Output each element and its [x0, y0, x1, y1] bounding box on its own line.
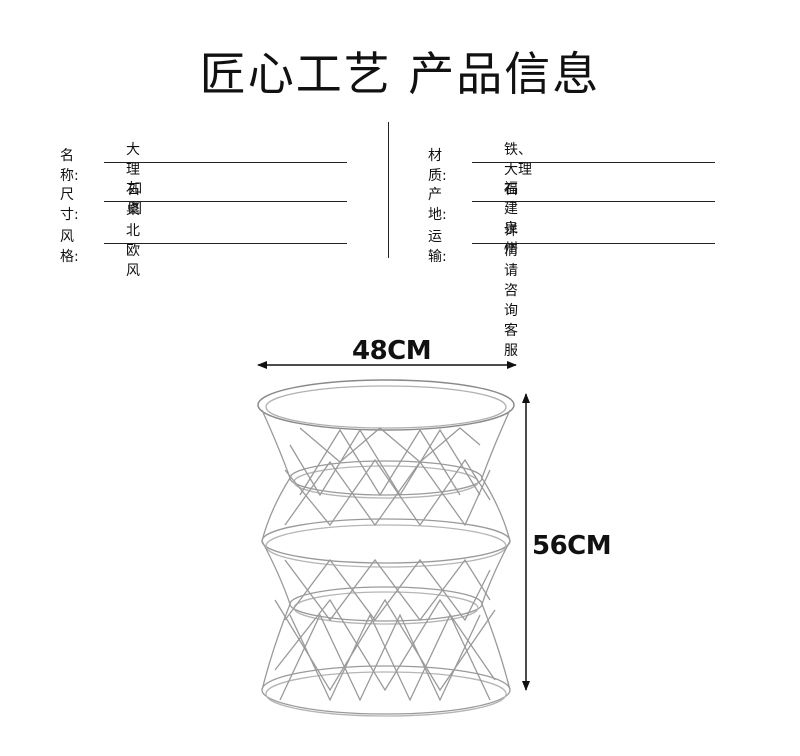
spec-value: 福建泉州	[504, 181, 518, 257]
spec-label: 运输:	[428, 229, 447, 265]
left-contour	[261, 409, 291, 691]
width-label: 48CM	[352, 336, 432, 366]
table-frame	[257, 379, 515, 717]
marble-top	[257, 379, 515, 431]
spec-label: 产地:	[428, 187, 447, 223]
spec-underline	[104, 243, 347, 244]
right-contour	[481, 409, 511, 691]
spec-value: 大理石桌	[126, 142, 140, 218]
spec-underline	[104, 162, 347, 163]
spec-label: 风格:	[60, 229, 79, 265]
spec-underline	[472, 243, 715, 244]
spec-label: 材质:	[428, 148, 447, 184]
ring-base-inner	[265, 671, 507, 717]
spec-value: 如图	[128, 181, 142, 217]
page-title: 匠心工艺 产品信息	[199, 47, 601, 101]
spec-underline	[472, 162, 715, 163]
ring-middle-inner	[265, 524, 507, 568]
spec-label: 名称:	[60, 148, 79, 184]
spec-underline	[104, 201, 347, 202]
marble-top-inner	[265, 385, 507, 429]
spec-label: 尺寸:	[60, 187, 79, 223]
height-label: 56CM	[532, 531, 612, 561]
spec-value: 北欧风	[126, 223, 140, 279]
upper-lattice	[284, 427, 491, 527]
spec-value: 铁、大理石	[504, 142, 532, 198]
spec-value: 详情请咨询客服	[504, 223, 518, 359]
spec-underline	[472, 201, 715, 202]
column-divider	[388, 122, 389, 258]
lower-lattice	[274, 558, 496, 702]
ring-base	[261, 665, 511, 715]
